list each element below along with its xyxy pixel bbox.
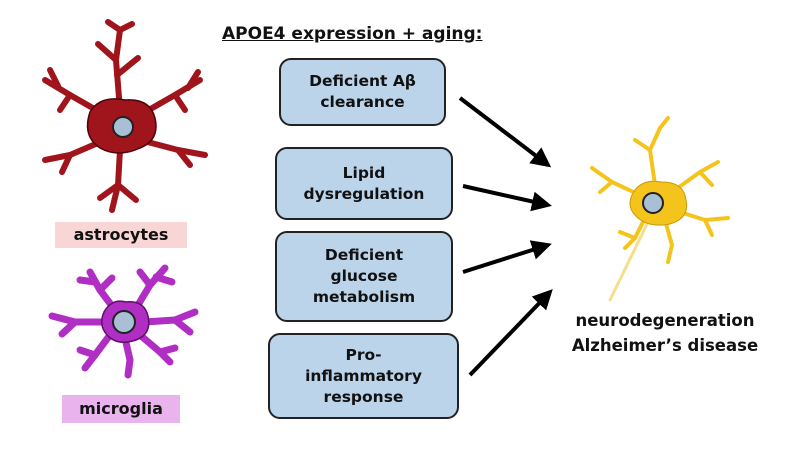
outcome-line-neurodegeneration: neurodegeneration	[575, 311, 755, 330]
mechanism-label: Lipid dysregulation	[303, 163, 425, 203]
mechanism-box-inflammatory-response: Pro- inflammatory response	[268, 333, 459, 419]
neuron-nucleus-icon	[642, 192, 664, 214]
outcome-text: neurodegeneration Alzheimer’s disease	[545, 308, 785, 358]
astrocyte-cell-icon	[42, 19, 208, 213]
mechanism-box-abeta-clearance: Deficient Aβ clearance	[279, 58, 446, 126]
mechanism-label: Deficient glucose metabolism	[312, 246, 416, 306]
diagram-title: APOE4 expression + aging:	[222, 24, 483, 44]
mechanism-label: Pro- inflammatory response	[305, 345, 422, 406]
outcome-line-alzheimers: Alzheimer’s disease	[571, 336, 759, 355]
arrow-lipid-dysregulation	[462, 184, 552, 212]
arrow-inflammatory-response	[468, 289, 553, 377]
arrow-glucose-metabolism	[462, 240, 552, 274]
astrocytes-label: astrocytes	[55, 222, 187, 248]
arrow-abeta-clearance	[458, 96, 552, 168]
mechanism-box-glucose-metabolism: Deficient glucose metabolism	[275, 231, 453, 322]
astrocyte-nucleus-icon	[112, 116, 134, 138]
mechanism-label: Deficient Aβ clearance	[309, 72, 416, 111]
microglia-nucleus-icon	[112, 310, 136, 334]
microglia-label: microglia	[62, 395, 180, 423]
mechanism-box-lipid-dysregulation: Lipid dysregulation	[275, 147, 453, 220]
